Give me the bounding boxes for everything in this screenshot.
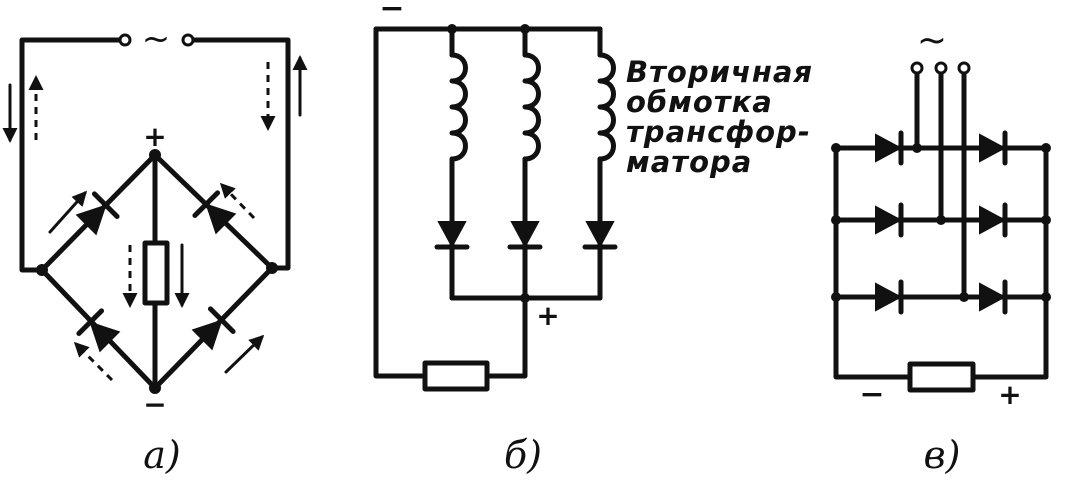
a-ac-terminal-left <box>118 33 132 47</box>
b-winding-1-icon <box>449 52 468 162</box>
b-winding-label-line-1: Вторичная <box>626 55 813 89</box>
a-arrow-lower-right-icon <box>224 334 265 374</box>
c-diode-row1-left-icon <box>875 130 904 166</box>
c-node-phase-3 <box>959 292 969 302</box>
b-winding-label-line-3: трансфор- <box>626 115 811 149</box>
a-plus-sign: + <box>143 120 166 153</box>
b-node-top-1 <box>447 24 457 34</box>
c-load-resistor-icon <box>907 361 976 393</box>
a-diode-upper-left-icon <box>75 191 120 236</box>
c-diode-row1-right-icon <box>979 130 1008 166</box>
a-minus-sign: − <box>143 388 166 421</box>
b-node-top-2 <box>520 24 530 34</box>
c-diode-row2-right-icon <box>979 202 1008 238</box>
diagram-c-three-phase-bridge: ~ <box>831 20 1051 477</box>
a-node-left <box>36 264 48 276</box>
diagram-b-three-phase-half-wave: − + Вторичная обмотка трансфор- матора б… <box>373 0 813 477</box>
a-load-resistor-icon <box>142 240 170 306</box>
c-node-r3-left <box>831 292 841 302</box>
c-plus-sign: + <box>998 378 1021 411</box>
a-left-supply-wire <box>19 37 128 273</box>
c-minus-sign: − <box>859 377 884 412</box>
c-node-r1-left <box>831 143 841 153</box>
c-node-r2-right <box>1041 215 1051 225</box>
a-diode-lower-right-icon <box>191 306 236 351</box>
b-diode-2-icon <box>507 221 543 250</box>
a-right-supply-wire <box>185 37 291 271</box>
b-plus-sign: + <box>536 299 559 332</box>
a-node-right <box>266 262 278 274</box>
b-diode-1-icon <box>434 221 470 250</box>
c-diode-row3-left-icon <box>875 279 904 315</box>
a-ac-symbol: ~ <box>142 19 171 59</box>
b-diode-3-icon <box>582 221 618 250</box>
c-diode-row2-left-icon <box>875 202 904 238</box>
a-arrow-lower-left-dashed-icon <box>73 341 114 382</box>
b-left-return-wire <box>373 26 428 379</box>
c-left-rail <box>833 145 913 380</box>
c-node-r3-right <box>1041 292 1051 302</box>
b-branch-1 <box>434 26 470 301</box>
c-node-phase-2 <box>936 215 946 225</box>
a-caption: а) <box>143 433 180 477</box>
a-diode-lower-left-icon <box>76 308 121 353</box>
c-node-phase-1 <box>912 143 922 153</box>
b-branch-3 <box>582 26 618 301</box>
b-right-return-wire <box>484 295 528 379</box>
b-winding-2-icon <box>522 52 541 162</box>
c-ac-symbol: ~ <box>917 20 947 61</box>
b-minus-sign: − <box>379 0 404 26</box>
b-load-resistor-icon <box>422 360 490 392</box>
c-node-r1-right <box>1041 143 1051 153</box>
b-caption: б) <box>504 433 542 477</box>
b-winding-label-line-2: обмотка <box>626 85 773 119</box>
c-caption: в) <box>924 433 961 477</box>
c-diode-row3-right-icon <box>979 279 1008 315</box>
b-node-bottom <box>520 293 530 303</box>
a-arrow-upper-left-icon <box>48 190 88 234</box>
c-node-r2-left <box>831 215 841 225</box>
diagram-a-bridge-rectifier: ~ <box>2 19 308 477</box>
a-ac-terminal-right <box>181 33 195 47</box>
a-diode-upper-right-icon <box>192 190 237 235</box>
b-winding-3-icon <box>597 52 616 162</box>
b-winding-label-line-4: матора <box>626 145 752 179</box>
b-branch-2 <box>507 26 543 301</box>
c-right-rail <box>970 145 1049 380</box>
